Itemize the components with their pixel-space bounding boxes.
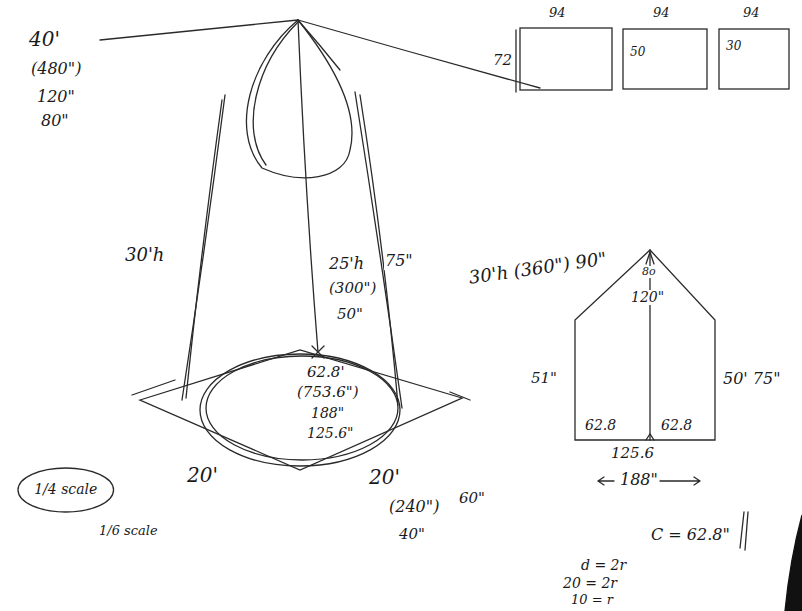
dimension-note: 80" xyxy=(40,112,70,130)
dimension-note: (480") xyxy=(30,60,82,78)
dimension-note: 120" xyxy=(630,290,665,305)
node-text: 50 xyxy=(630,46,708,59)
node-outline xyxy=(718,28,790,90)
panel-rect: 50 xyxy=(622,28,708,90)
dimension-note: 51" xyxy=(530,370,558,387)
dimension-note: 30'h xyxy=(124,245,165,265)
dimension-note: 30'h (360") 90" xyxy=(467,249,609,288)
dimension-note: 50' 75" xyxy=(722,370,782,388)
dimension-note: 75" xyxy=(384,252,414,270)
dimension-note: 40' xyxy=(28,28,61,50)
dimension-note: 8o xyxy=(641,266,657,278)
dimension-note: 50" xyxy=(336,306,364,323)
dimension-note: 40" xyxy=(398,526,426,543)
dimension-note: 94 xyxy=(652,6,671,20)
dimension-note: 1/6 scale xyxy=(98,524,159,538)
dimension-note: 188" xyxy=(619,471,659,489)
dimension-note: 94 xyxy=(548,6,567,20)
dimension-note: 20' xyxy=(368,466,401,488)
panel-rect: 30 xyxy=(718,28,790,90)
dimension-note: 62.8' xyxy=(306,364,346,381)
dimension-note: 72 xyxy=(492,52,513,69)
dimension-note: 10 = r xyxy=(570,593,614,607)
dimension-note: 60" xyxy=(458,490,486,507)
dimension-note: 20' xyxy=(186,464,219,486)
dimension-note: 20 = 2r xyxy=(562,576,618,591)
dimension-note: 25'h xyxy=(328,255,365,273)
scale-circle: 1/4 scale xyxy=(16,466,116,514)
dimension-note: 125.6" xyxy=(306,426,355,441)
dimension-note: 188" xyxy=(310,406,345,421)
dimension-note: C = 62.8" xyxy=(650,526,731,544)
dimension-note: (300") xyxy=(328,280,377,297)
dimension-note: (240") xyxy=(388,498,440,516)
dimension-note: d = 2r xyxy=(580,558,627,573)
dimension-note: 94 xyxy=(742,6,761,20)
dimension-note: 125.6 xyxy=(610,445,655,462)
dimension-note: 62.8 xyxy=(584,418,617,433)
dimension-note: 62.8 xyxy=(660,418,693,433)
node-text: 1/4 scale xyxy=(34,482,97,497)
dimension-note: (753.6") xyxy=(296,384,360,401)
dimension-note: 120" xyxy=(36,88,76,106)
node-text: 30 xyxy=(726,40,790,53)
